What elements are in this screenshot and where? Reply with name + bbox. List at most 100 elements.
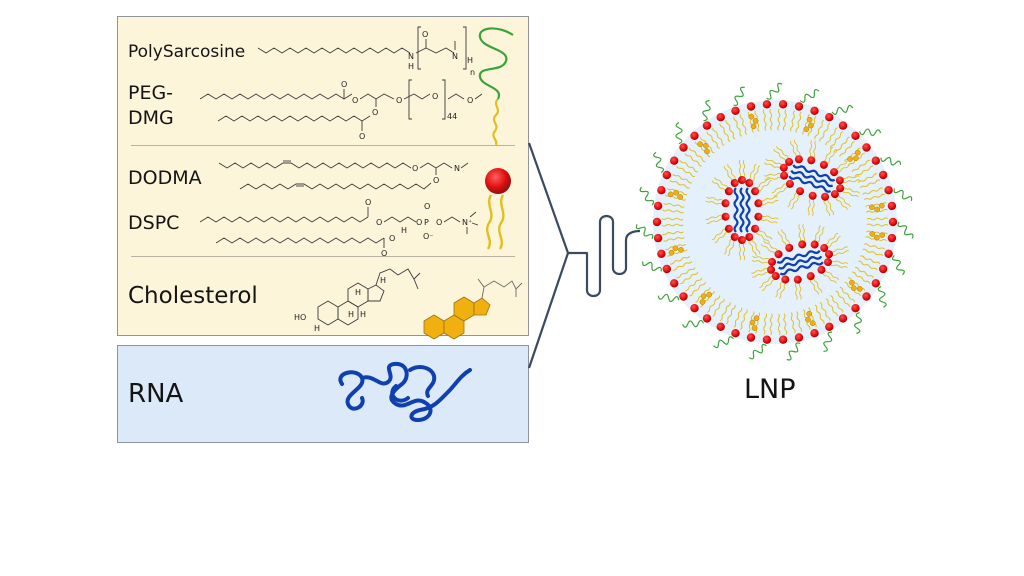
peg-chain [702,99,711,122]
cholesterol-bead [668,249,675,256]
lipid-tail [689,147,706,163]
svg-text:O: O [389,234,395,243]
lipid-tail [714,231,728,244]
cholesterol-bead [849,279,855,286]
svg-text:H: H [355,288,361,297]
cholesterol-bead [672,245,679,252]
lipid-tail [755,231,770,243]
lipid-headgroup [819,160,828,169]
lipid-tail [738,159,742,178]
svg-text:O: O [341,80,347,89]
lipid-tail [714,177,729,189]
lipid-headgroup [774,250,783,259]
lipid-tail [662,231,684,236]
lipid-headgroup [731,329,740,338]
cholesterol-bead [809,320,816,327]
divider [131,145,515,146]
cholesterol-bead [878,202,885,209]
lipid-headgroup [702,121,712,130]
lipid-tail [794,282,798,300]
lipid-tail [764,176,782,181]
lipid-tail [711,228,726,241]
lipid-tail [769,108,773,131]
lipid-headgroup [762,100,772,109]
peg-subscript: 44 [447,112,457,121]
lipid-tail [752,165,761,182]
lipid-headgroup [796,187,805,196]
lipid-headgroup [731,106,740,116]
lipid-headgroup [825,113,834,122]
svg-text:H: H [314,324,320,333]
divider [131,256,515,257]
lipid-headgroup [768,257,777,266]
svg-text:O: O [376,218,382,227]
lipid-tail [835,290,851,307]
lipid-tail [748,240,757,256]
lipid-tail [762,109,767,131]
polysarcosine-label: PolySarcosine [128,42,246,62]
lipid-tail [751,259,770,264]
lipid-headgroup [871,279,880,288]
lipid-headgroup [724,224,733,233]
peg-chain [897,221,914,239]
lipid-tail [809,279,819,295]
lipid-headgroup [862,292,871,301]
cholesterol-bead [748,113,755,120]
lipid-tail [793,139,801,156]
lipid-headgroup [779,163,788,172]
red-headgroup-lipid-icon [485,168,511,250]
lipid-tail [723,165,733,182]
lipid-tail [748,163,757,180]
svg-text:O⁻: O⁻ [423,232,434,241]
lipid-tail [761,215,779,220]
rna-micelle [705,159,779,261]
rna-ribbon-icon [338,361,472,423]
lipid-headgroup [871,156,880,165]
lipid-tail [839,141,855,157]
lipid-headgroup [716,322,725,331]
lipid-tail [684,153,702,167]
lipid-tail [727,240,736,257]
lipid-tail [663,236,685,242]
lipid-tail [854,165,874,177]
green-polymer-chain-icon [478,27,514,146]
lipid-tail [824,269,840,281]
lipid-tail [672,260,693,271]
lipid-tail [723,238,732,255]
peg-chain [748,343,767,360]
cholesterol-bead [805,316,811,323]
lipid-headgroup [657,249,666,258]
lipid-tail [733,307,743,328]
rna-strand [778,255,823,270]
lipid-tail [685,277,703,292]
lipid-tail [725,304,736,325]
lipid-headgroup [702,314,712,323]
cholesterol-bead [667,191,674,198]
rna-strand [745,187,751,233]
lipid-tail [826,148,837,164]
lipid-tail [725,120,736,140]
peg-chain [854,312,862,334]
peg-dmg-label-line2: DMG [128,107,174,129]
lipid-tail [802,224,806,242]
svg-text:O: O [416,218,422,227]
peg-dmg-structure: O O O O O 44 O O [199,79,483,141]
lipid-tail [831,246,848,253]
lipid-tail [842,175,860,180]
svg-text:H: H [380,276,386,285]
cholesterol-bead [677,194,684,200]
rna-strand [788,175,832,193]
lipid-headgroup [838,121,848,130]
lipid-tail [733,116,742,137]
lipid-headgroup [670,156,679,165]
lipid-headgroup [810,240,819,249]
lipid-headgroup [657,186,666,195]
lipid-tail [773,186,789,197]
lipid-tail [752,255,770,260]
svg-text:O: O [381,249,387,258]
lipid-headgroup [879,264,888,274]
lipid-headgroup [762,335,772,344]
lipid-tail [798,282,802,300]
lipid-tail [852,271,871,284]
